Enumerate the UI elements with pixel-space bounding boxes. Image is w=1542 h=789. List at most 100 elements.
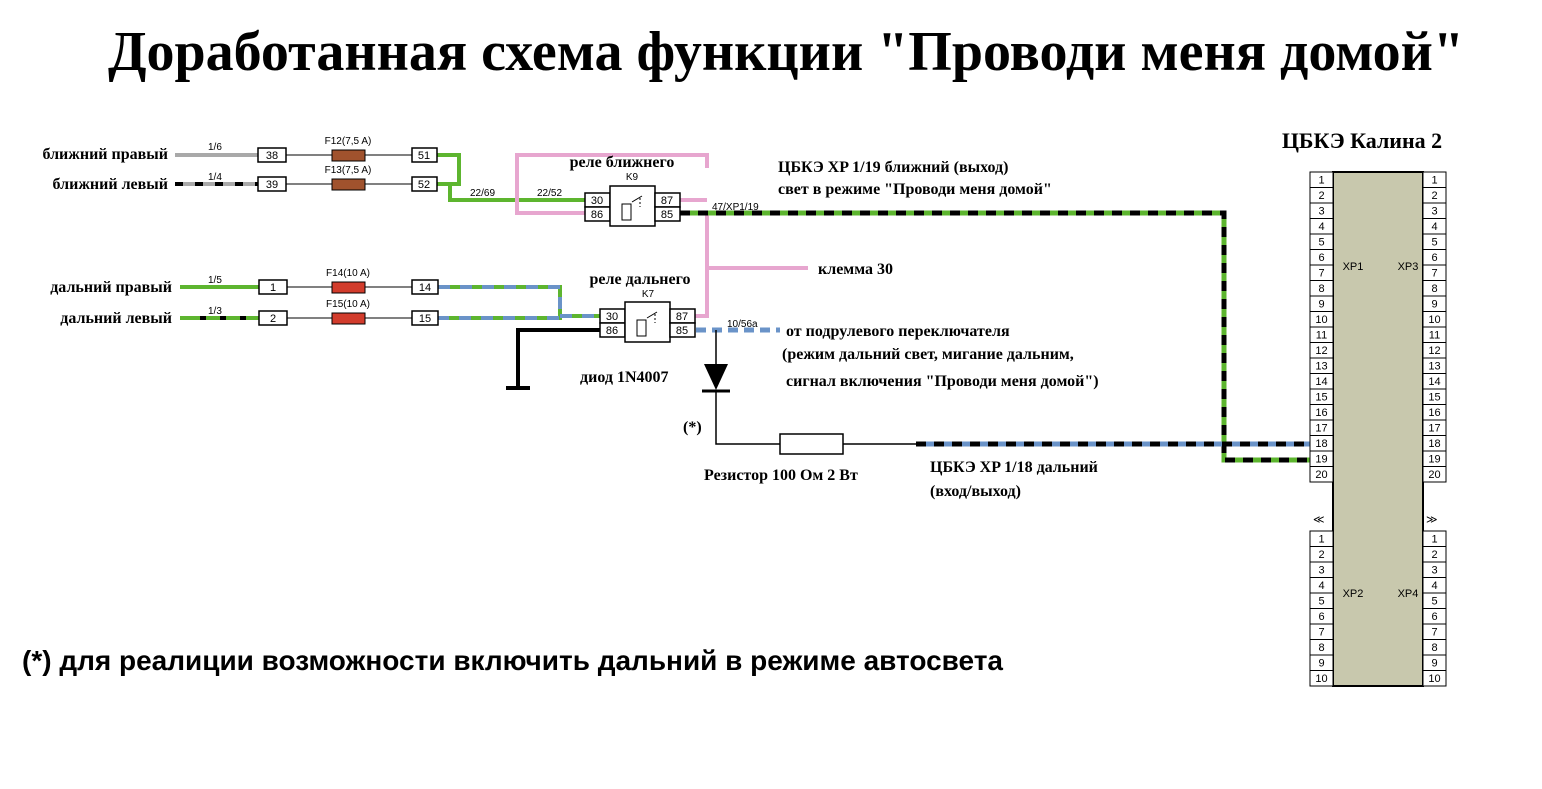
xp3-pin-9: 9 [1431, 299, 1437, 311]
xp1-pin-2: 2 [1318, 190, 1324, 202]
xp4-pin-4: 4 [1431, 580, 1437, 592]
wire-high-feed [438, 285, 562, 320]
svg-text:F14(10 A): F14(10 A) [326, 268, 370, 279]
terminal-15: 15 [411, 310, 439, 326]
svg-text:14: 14 [419, 282, 431, 294]
svg-text:85: 85 [661, 209, 673, 221]
xp3-pin-13: 13 [1428, 361, 1440, 373]
note-switch-line1: от подрулевого переключателя [786, 323, 1010, 340]
svg-text:2: 2 [270, 313, 276, 325]
xp1-pin-19: 19 [1315, 454, 1327, 466]
xp1-pin-17: 17 [1315, 423, 1327, 435]
page-title: Доработанная схема функции "Проводи меня… [108, 21, 1464, 83]
xp2-pin-5: 5 [1318, 596, 1324, 608]
xp1-pin-box [1309, 466, 1334, 483]
terminal-38: 38 [257, 147, 287, 163]
label-low-right: ближний правый [42, 146, 168, 163]
xp2-pins: 1 2 3 4 5 6 7 8 9 10 [1309, 530, 1334, 687]
xp2-pin-9: 9 [1318, 658, 1324, 670]
svg-text:87: 87 [661, 195, 673, 207]
xp3-pin-18: 18 [1428, 438, 1440, 450]
xp4-pin-9: 9 [1431, 658, 1437, 670]
xp1-pin-4: 4 [1318, 221, 1324, 233]
terminal-51: 51 [411, 147, 438, 163]
xp1-pin-12: 12 [1315, 345, 1327, 357]
xp1-pin-10: 10 [1315, 314, 1327, 326]
svg-text:30: 30 [606, 311, 618, 323]
svg-text:87: 87 [676, 311, 688, 323]
xp2-pin-8: 8 [1318, 642, 1324, 654]
xp2-pin-10: 10 [1315, 673, 1327, 685]
relay-k7-label: реле дальнего [590, 271, 691, 288]
fuse-f15: F15(10 A) [326, 299, 370, 325]
note-output-line1: ЦБКЭ XP 1/19 ближний (выход) [778, 159, 1008, 176]
label-star: (*) [683, 419, 702, 436]
diode-1n4007 [704, 364, 728, 390]
xp3-pin-10: 10 [1428, 314, 1440, 326]
svg-text:F15(10 A): F15(10 A) [326, 299, 370, 310]
footnote: (*) для реалиции возможности включить да… [22, 645, 1003, 676]
svg-text:51: 51 [418, 150, 430, 162]
wire-ground [516, 328, 600, 388]
xp1-pin-1: 1 [1318, 175, 1324, 187]
xp1-pin-14: 14 [1315, 376, 1327, 388]
xp1-pin-3: 3 [1318, 206, 1324, 218]
xp3-pin-3: 3 [1431, 206, 1437, 218]
xp4-pin-7: 7 [1431, 627, 1437, 639]
xp1-pin-16: 16 [1315, 407, 1327, 419]
xp3-pin-16: 16 [1428, 407, 1440, 419]
xp3-pin-7: 7 [1431, 268, 1437, 280]
note-output-line2: свет в режиме "Проводи меня домой" [778, 181, 1052, 198]
xp3-pin-14: 14 [1428, 376, 1440, 388]
connector-xp1-label: XP1 [1343, 261, 1364, 273]
svg-text:K7: K7 [642, 289, 655, 300]
terminal-52: 52 [411, 176, 438, 192]
xp2-pin-6: 6 [1318, 611, 1324, 623]
wire-code-47: 47/XP1/19 [712, 202, 759, 213]
fuse-f14: F14(10 A) [326, 268, 370, 294]
xp3-pin-17: 17 [1428, 423, 1440, 435]
xp2-pin-3: 3 [1318, 565, 1324, 577]
wire-code-1-6: 1/6 [208, 142, 222, 153]
chevron-left-icon: ≪ [1313, 514, 1325, 526]
wire-code-1-5: 1/5 [208, 275, 222, 286]
xp2-pin-7: 7 [1318, 627, 1324, 639]
wire-code-22-69: 22/69 [470, 188, 495, 199]
xp1-pin-5: 5 [1318, 237, 1324, 249]
svg-text:30: 30 [591, 195, 603, 207]
xp2-pin-box [1309, 670, 1334, 687]
ecu-title: ЦБКЭ Калина 2 [1282, 128, 1442, 153]
xp3-pin-15: 15 [1428, 392, 1440, 404]
xp4-pin-3: 3 [1431, 565, 1437, 577]
svg-text:15: 15 [419, 313, 431, 325]
xp3-pin-8: 8 [1431, 283, 1437, 295]
xp3-pin-12: 12 [1428, 345, 1440, 357]
fuse-f13: F13(7,5 A) [325, 165, 372, 191]
xp3-pin-11: 11 [1429, 330, 1440, 342]
xp2-pin-2: 2 [1318, 549, 1324, 561]
xp4-pin-box [1422, 670, 1447, 687]
label-low-left: ближний левый [53, 176, 168, 193]
wire-klemma-30 [515, 153, 709, 215]
terminal-14: 14 [411, 279, 439, 295]
terminal-39: 39 [257, 176, 287, 192]
xp1-pin-20: 20 [1315, 469, 1327, 481]
xp3-pin-19: 19 [1428, 454, 1440, 466]
ecu-block: XP1 XP3 XP2 XP4 123456789101112131415161… [1309, 171, 1447, 687]
wire-code-1-4: 1/4 [208, 172, 222, 183]
note-klemma-30: клемма 30 [818, 261, 893, 278]
xp2-pin-4: 4 [1318, 580, 1324, 592]
xp3-pin-box [1422, 466, 1447, 483]
svg-text:K9: K9 [626, 172, 639, 183]
xp2-pin-1: 1 [1318, 534, 1324, 546]
wire-low-feed [437, 153, 461, 186]
resistor-100-ohm [779, 433, 844, 455]
relay-k9: реле ближнего K9 30 86 87 85 [570, 154, 681, 227]
label-high-right: дальний правый [50, 279, 172, 296]
svg-text:85: 85 [676, 325, 688, 337]
label-resistor: Резистор 100 Ом 2 Вт [704, 467, 858, 484]
svg-text:F13(7,5 A): F13(7,5 A) [325, 165, 372, 176]
